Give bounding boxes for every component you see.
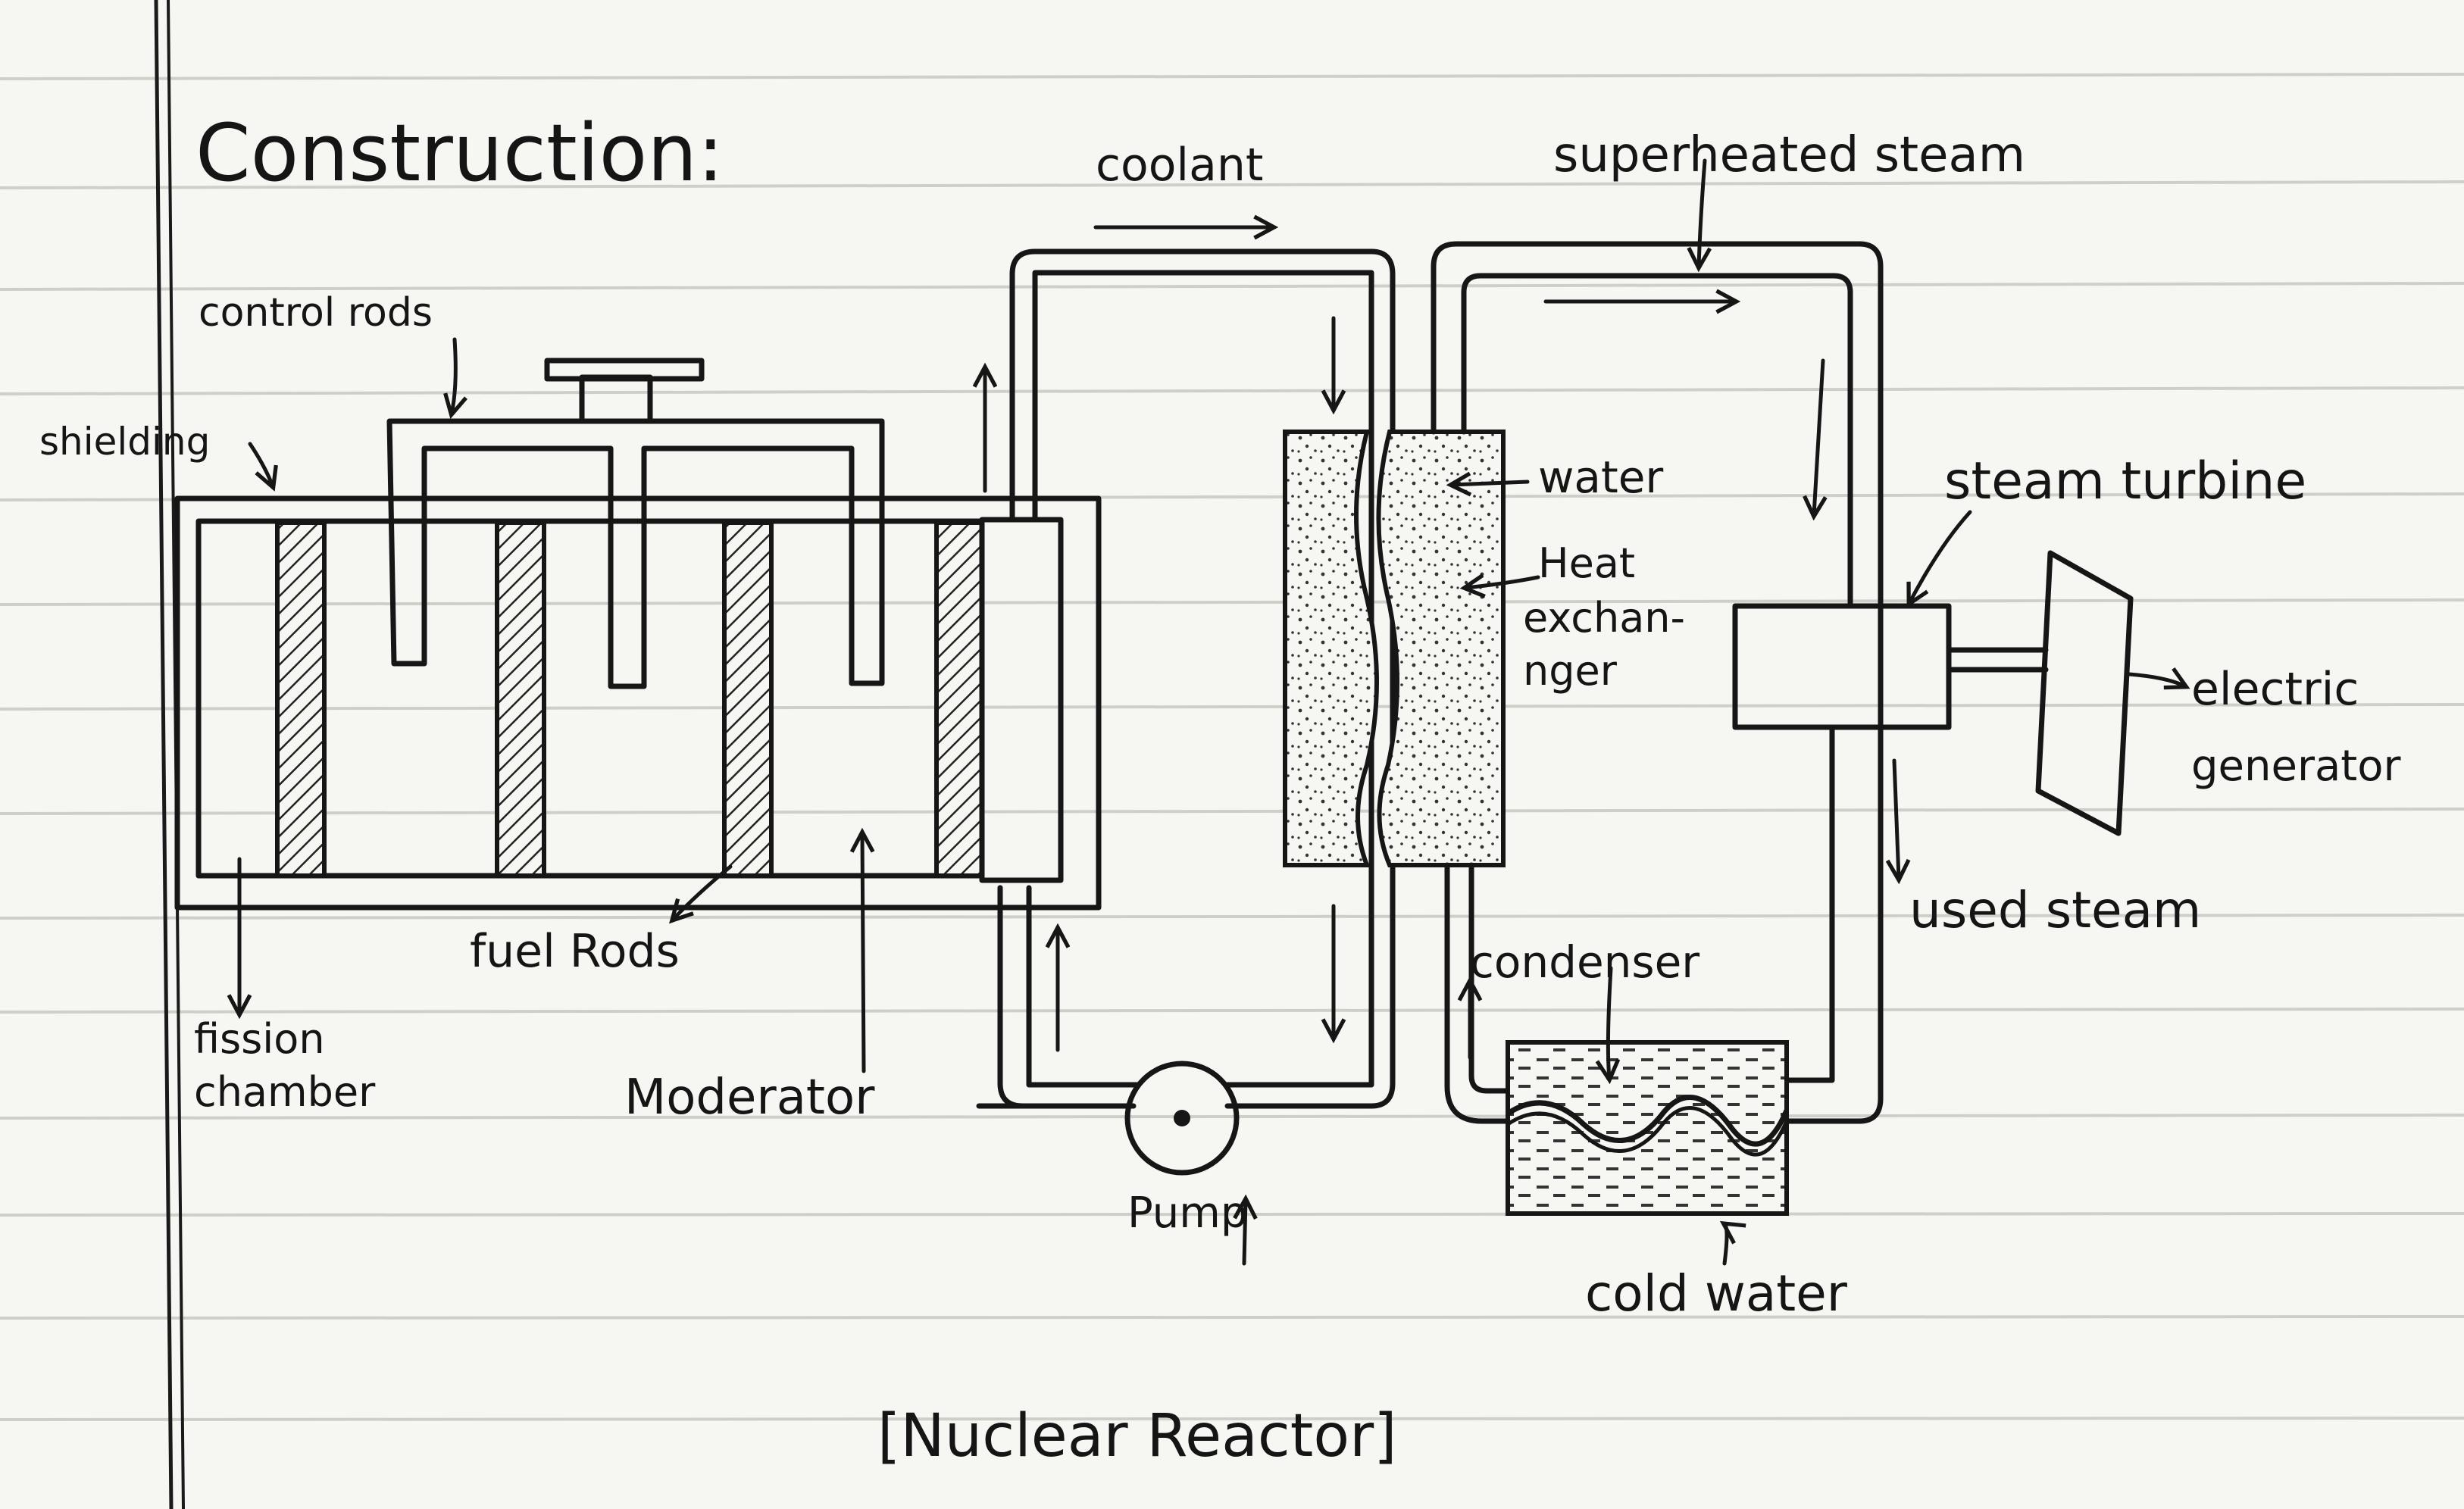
label-heat-exchanger-2: exchan- <box>1523 594 1685 642</box>
control-rods <box>386 358 885 689</box>
label-fission-chamber-2: chamber <box>194 1068 376 1116</box>
label-steam-turbine: steam turbine <box>1944 451 2306 511</box>
fuel-rod-1 <box>275 520 327 878</box>
heading: Construction: <box>195 107 724 199</box>
steam-loop <box>1431 241 1884 1124</box>
pump <box>1124 1061 1240 1176</box>
heat-exchanger <box>1283 430 1506 867</box>
labels: control rods shielding coolant superheat… <box>39 127 2402 1323</box>
label-heat-exchanger-3: nger <box>1523 647 1618 695</box>
fuel-rod-3 <box>722 520 774 878</box>
leader-lines <box>239 158 2185 1266</box>
label-water: water <box>1538 451 1663 503</box>
label-fuel-rods: fuel Rods <box>470 925 680 978</box>
label-coolant: coolant <box>1096 139 1263 192</box>
fuel-rod-2 <box>495 520 546 878</box>
label-superheated-steam: superheated steam <box>1553 127 2025 183</box>
caption: [Nuclear Reactor] <box>877 1402 1397 1470</box>
fuel-rod-4 <box>934 520 984 878</box>
label-cold-water: cold water <box>1585 1264 1848 1323</box>
label-shielding: shielding <box>39 420 210 464</box>
label-condenser: condenser <box>1470 936 1699 988</box>
coolant-loop <box>976 248 1396 1109</box>
label-control-rods: control rods <box>199 290 433 336</box>
label-heat-exchanger-1: Heat <box>1538 539 1635 587</box>
flow-arrows <box>985 227 1899 1060</box>
fuel-rods <box>275 520 984 878</box>
condenser <box>1506 1040 1790 1216</box>
ruled-lines <box>0 73 2464 1421</box>
steam-turbine <box>1732 603 2049 730</box>
label-used-steam: used steam <box>1909 881 2201 939</box>
label-fission-chamber-1: fission <box>194 1015 325 1063</box>
electric-generator <box>2035 550 2134 836</box>
label-electric-generator-2: generator <box>2191 742 2402 791</box>
label-moderator: Moderator <box>624 1070 875 1126</box>
label-pump: Pump <box>1127 1189 1247 1238</box>
label-electric-generator-1: electric <box>2191 663 2359 716</box>
